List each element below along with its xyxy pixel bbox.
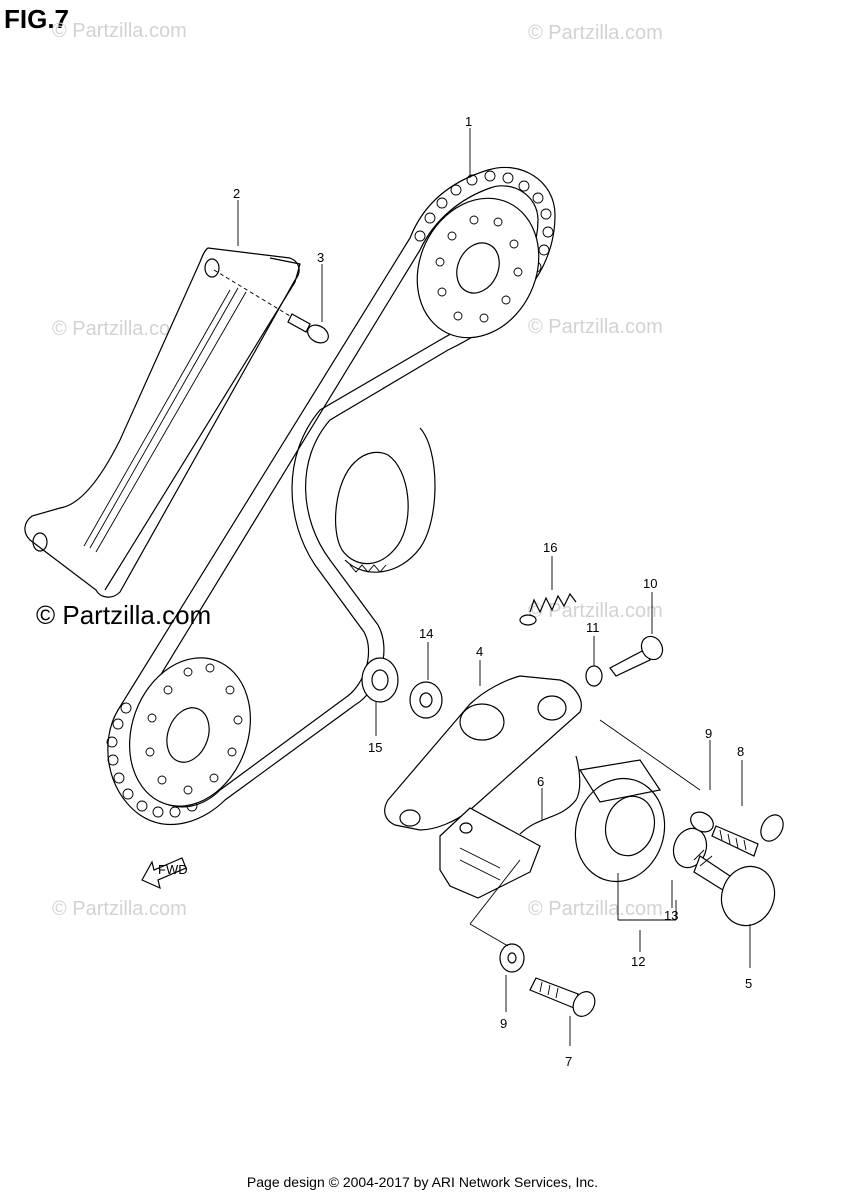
callout-4: 4 — [476, 644, 483, 659]
cam-sprocket — [416, 197, 540, 339]
callout-leaders — [237, 128, 751, 1046]
watermark: © Partzilla.com — [528, 600, 663, 622]
callout-9-lower: 9 — [500, 1016, 507, 1031]
fwd-arrow-icon: FWD — [141, 857, 188, 890]
watermark: © Partzilla.com — [528, 22, 663, 44]
watermark: © Partzilla.com — [528, 316, 663, 338]
guide-screw — [213, 269, 329, 344]
callout-labels: 1 2 3 4 5 6 7 8 9 10 11 12 13 14 15 16 9 — [233, 114, 752, 1069]
tensioner-bracket — [439, 807, 541, 899]
figure-title: FIG.7 — [4, 4, 70, 34]
crank-sprocket — [129, 657, 251, 807]
callout-12: 12 — [631, 954, 645, 969]
washer-14 — [409, 681, 443, 719]
bolt-8 — [690, 811, 784, 857]
callout-9: 9 — [705, 726, 712, 741]
callout-2: 2 — [233, 186, 240, 201]
callout-8: 8 — [737, 744, 744, 759]
callout-3: 3 — [317, 250, 324, 265]
watermark: © Partzilla.com — [528, 898, 663, 920]
callout-6: 6 — [537, 774, 544, 789]
callout-16: 16 — [543, 540, 557, 555]
crank-gear — [334, 427, 436, 573]
callout-5: 5 — [745, 976, 752, 991]
spring-6 — [519, 755, 581, 835]
callout-7: 7 — [565, 1054, 572, 1069]
callout-10: 10 — [643, 576, 657, 591]
callout-14: 14 — [419, 626, 433, 641]
fwd-label: FWD — [158, 862, 188, 877]
spring-16 — [519, 592, 577, 626]
callout-15: 15 — [368, 740, 382, 755]
adjuster-bolt — [672, 827, 776, 927]
watermark-large: © Partzilla.com — [36, 600, 212, 630]
leader-lines — [469, 719, 701, 947]
callout-13: 13 — [664, 908, 678, 923]
tensioner-arm — [384, 675, 582, 831]
ratchet-gear — [574, 759, 666, 883]
roller-15 — [361, 657, 399, 703]
bolt-7 — [529, 977, 596, 1017]
callout-1: 1 — [465, 114, 472, 129]
washer-9-lower — [499, 943, 525, 973]
page-footer: Page design © 2004-2017 by ARI Network S… — [246, 1174, 599, 1190]
watermark: © Partzilla.com — [52, 20, 187, 42]
watermark: © Partzilla.com — [52, 898, 187, 920]
chain-guide — [24, 247, 301, 598]
bolt-10 — [585, 635, 664, 687]
watermark: © Partzilla.com — [52, 318, 187, 340]
callout-11: 11 — [586, 620, 600, 635]
